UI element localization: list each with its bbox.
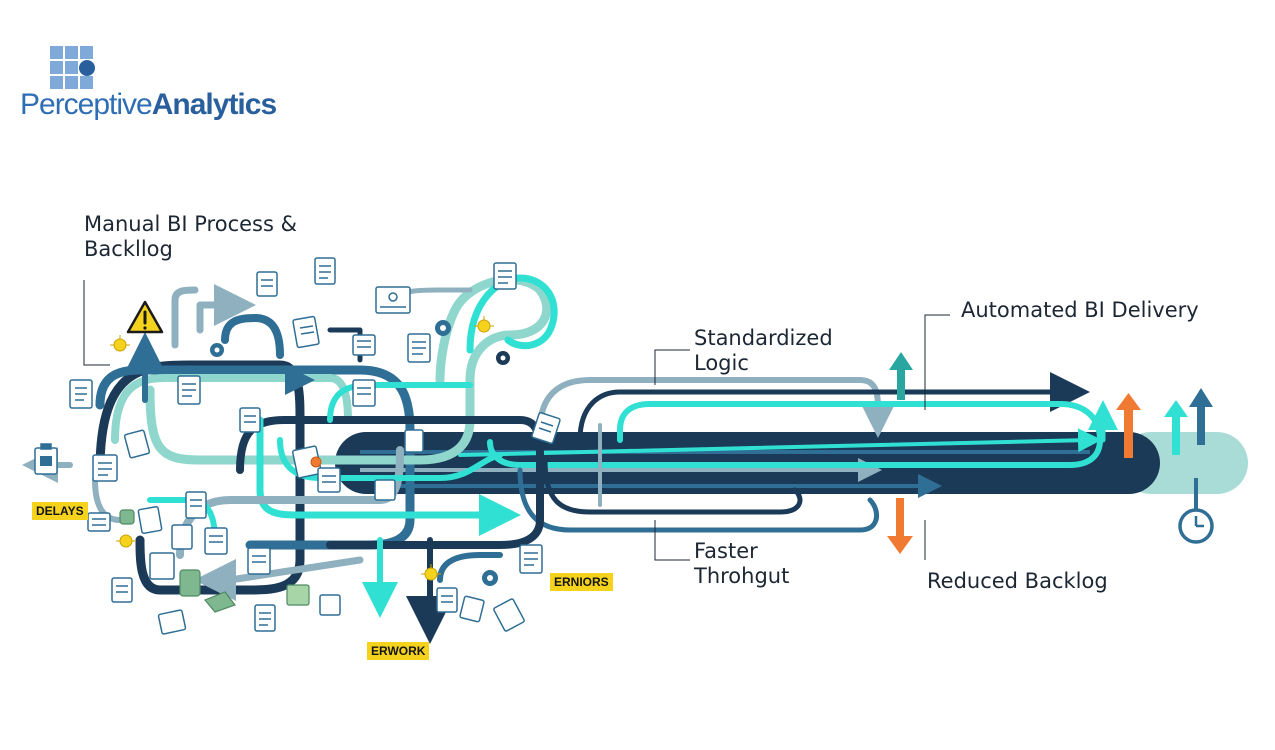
document-icon <box>204 527 228 555</box>
document-icon <box>352 334 376 356</box>
document-icon <box>531 412 561 444</box>
document-icon <box>407 333 431 363</box>
robot-icon <box>286 584 310 606</box>
document-icon <box>69 379 93 409</box>
bot-icons <box>119 509 310 613</box>
gear-icon <box>210 343 224 357</box>
bug-icon <box>310 456 322 468</box>
document-icon <box>157 609 187 635</box>
document-icon <box>459 595 485 623</box>
clipboard-icon <box>519 544 543 574</box>
arrow-up-icon <box>1164 400 1188 455</box>
document-icon <box>317 467 341 493</box>
document-icon <box>239 407 261 433</box>
label-faster-line2: Throhgut <box>694 564 790 588</box>
document-icon <box>493 598 525 632</box>
document-icon <box>247 547 271 575</box>
arrow-up-icon <box>1189 388 1213 445</box>
robot-icon <box>119 509 135 525</box>
document-icon <box>171 524 193 550</box>
robot-icon <box>179 569 201 597</box>
label-standardized-line2: Logic <box>694 351 749 375</box>
warning-icon <box>126 300 164 334</box>
document-icons <box>34 257 561 635</box>
clipboard-icon <box>254 604 276 632</box>
label-faster-line1: Faster <box>694 539 758 563</box>
outcome-arrows <box>887 352 1213 554</box>
gear-icon <box>496 351 510 365</box>
brand-name-light: Perceptive <box>20 88 153 121</box>
document-icon <box>149 552 175 580</box>
label-manual-process: Manual BI Process & Backllog <box>84 212 297 262</box>
clipboard-icon <box>493 262 517 290</box>
gear-icon <box>482 570 498 586</box>
document-icon <box>137 506 163 534</box>
clipboard-icon <box>314 257 336 285</box>
clipboard-icon <box>111 577 133 603</box>
document-icon <box>256 271 278 297</box>
label-faster-throughput: Faster Throhgut <box>694 539 789 589</box>
document-icon <box>375 286 411 314</box>
label-manual-process-line2: Backllog <box>84 237 173 261</box>
document-icon <box>185 491 207 519</box>
label-standardized-logic: Standardized Logic <box>694 326 833 376</box>
bug-icon <box>474 316 494 333</box>
robot-icon <box>204 591 236 613</box>
arrow-down-icon <box>887 498 913 554</box>
bug-icons <box>110 316 494 581</box>
gear-icons <box>210 320 510 586</box>
arrow-up-icon <box>1116 393 1141 458</box>
tag-rework: ERWORK <box>367 642 430 660</box>
callout-lines <box>83 280 950 561</box>
label-reduced-backlog: Reduced Backlog <box>927 569 1108 593</box>
clock-icon <box>1178 478 1214 544</box>
clipboard-icon <box>177 375 201 405</box>
tag-delays: DELAYS <box>32 502 88 520</box>
bug-icon <box>421 564 441 581</box>
label-automated-bi-delivery: Automated BI Delivery <box>961 298 1199 322</box>
document-icon <box>92 454 118 482</box>
document-icon <box>436 587 458 613</box>
brand-name: PerceptiveAnalytics <box>20 88 277 122</box>
document-icon <box>374 479 396 501</box>
logo-grid-icon <box>50 46 95 89</box>
standardized-flows <box>458 372 1118 533</box>
arrow-up-icon <box>889 352 913 400</box>
document-icon <box>404 429 424 453</box>
document-icon <box>319 594 341 616</box>
document-icon <box>352 379 376 407</box>
bug-icon <box>116 534 136 548</box>
brand-name-bold: Analytics <box>151 88 277 121</box>
bug-icon <box>110 335 130 352</box>
document-icon <box>123 429 151 459</box>
clipboard-icon <box>34 443 58 475</box>
brand-logo: PerceptiveAnalytics <box>20 46 277 126</box>
tag-errors: ERNIORS <box>550 573 613 591</box>
label-manual-process-line1: Manual BI Process & <box>84 212 297 236</box>
label-standardized-line1: Standardized <box>694 326 833 350</box>
document-icon <box>292 315 320 349</box>
document-icon <box>87 512 111 532</box>
gear-icon <box>435 320 451 336</box>
